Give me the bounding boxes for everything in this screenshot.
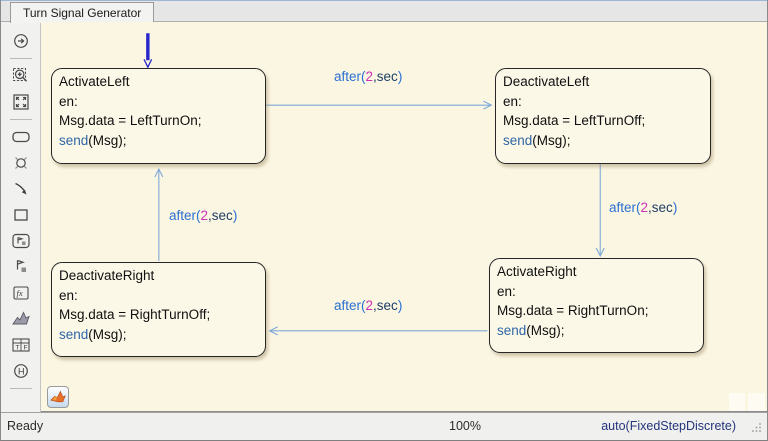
- state-deactivate-right[interactable]: DeactivateRight en: Msg.data = RightTurn…: [51, 262, 266, 357]
- svg-text:fx: fx: [16, 288, 22, 298]
- state-activate-left[interactable]: ActivateLeft en: Msg.data = LeftTurnOn; …: [51, 68, 266, 164]
- transition-tool-icon[interactable]: [8, 177, 34, 201]
- navigate-forward-icon[interactable]: [8, 29, 34, 53]
- solver-indicator[interactable]: auto(FixedStepDiscrete): [601, 419, 736, 433]
- state-entry-label: en:: [497, 283, 516, 299]
- state-title: ActivateRight: [497, 264, 577, 279]
- svg-text:H: H: [18, 366, 25, 376]
- zoom-region-icon[interactable]: [8, 64, 34, 88]
- state-entry-label: en:: [59, 287, 78, 303]
- svg-text:F: F: [23, 345, 27, 352]
- state-action-line: Msg.data = RightTurnOff;: [59, 307, 211, 322]
- matlab-function-tool-icon[interactable]: fx: [8, 281, 34, 305]
- tab-label: Turn Signal Generator: [23, 6, 142, 20]
- transition-arrow-left: [154, 167, 164, 261]
- truth-table-tool-icon[interactable]: T F: [8, 333, 34, 357]
- corner-overlay: [748, 393, 765, 411]
- state-activate-right[interactable]: ActivateRight en: Msg.data = RightTurnOn…: [489, 258, 704, 353]
- tab-bar: Turn Signal Generator: [1, 0, 767, 23]
- default-transition-arrow: [143, 33, 153, 69]
- state-action-line: Msg.data = LeftTurnOff;: [503, 113, 646, 128]
- tab-turn-signal-generator[interactable]: Turn Signal Generator: [10, 2, 155, 23]
- state-tool-icon[interactable]: [8, 125, 34, 149]
- status-bar: Ready 100% auto(FixedStepDiscrete): [1, 412, 767, 440]
- history-junction-tool-icon[interactable]: H: [8, 359, 34, 383]
- transition-arrow-right: [595, 164, 605, 258]
- matlab-logo-icon: [50, 390, 66, 403]
- state-title: DeactivateLeft: [503, 74, 590, 89]
- subchart-tool-icon[interactable]: [8, 229, 34, 253]
- transition-label-right[interactable]: after(2,sec): [609, 200, 678, 215]
- resize-grip-icon[interactable]: [751, 422, 762, 436]
- junction-tool-icon[interactable]: [8, 151, 34, 175]
- palette-toolbar: fx T F H: [1, 22, 41, 412]
- svg-text:T: T: [15, 345, 19, 352]
- simulink-function-tool-icon[interactable]: [8, 307, 34, 331]
- toolbar-divider: [9, 388, 32, 389]
- state-action-line: Msg.data = RightTurnOn;: [497, 303, 649, 318]
- symbols-badge-button[interactable]: [47, 386, 69, 408]
- default-transition-tool-icon[interactable]: [8, 255, 34, 279]
- toolbar-divider: [9, 119, 32, 120]
- toolbar-divider: [9, 58, 32, 59]
- corner-overlay: [729, 393, 745, 411]
- transition-label-left[interactable]: after(2,sec): [169, 208, 238, 223]
- state-send-line: send(Msg);: [59, 132, 127, 148]
- status-text: Ready: [7, 419, 44, 433]
- transition-arrow-top: [265, 100, 493, 110]
- state-entry-label: en:: [59, 93, 78, 109]
- transition-label-top[interactable]: after(2,sec): [334, 69, 403, 84]
- transition-arrow-bottom: [268, 326, 488, 336]
- zoom-level[interactable]: 100%: [449, 419, 481, 433]
- state-action-line: Msg.data = LeftTurnOn;: [59, 113, 202, 128]
- state-send-line: send(Msg);: [59, 326, 127, 342]
- transition-arrows: [143, 33, 605, 336]
- state-entry-label: en:: [503, 93, 522, 109]
- state-send-line: send(Msg);: [497, 322, 565, 338]
- box-tool-icon[interactable]: [8, 203, 34, 227]
- fit-to-view-icon[interactable]: [8, 90, 34, 114]
- state-title: ActivateLeft: [59, 74, 130, 89]
- state-title: DeactivateRight: [59, 268, 155, 283]
- state-deactivate-left[interactable]: DeactivateLeft en: Msg.data = LeftTurnOf…: [495, 68, 711, 164]
- transition-label-bottom[interactable]: after(2,sec): [334, 298, 403, 313]
- state-send-line: send(Msg);: [503, 132, 571, 148]
- chart-canvas[interactable]: ActivateLeft en: Msg.data = LeftTurnOn; …: [41, 22, 767, 412]
